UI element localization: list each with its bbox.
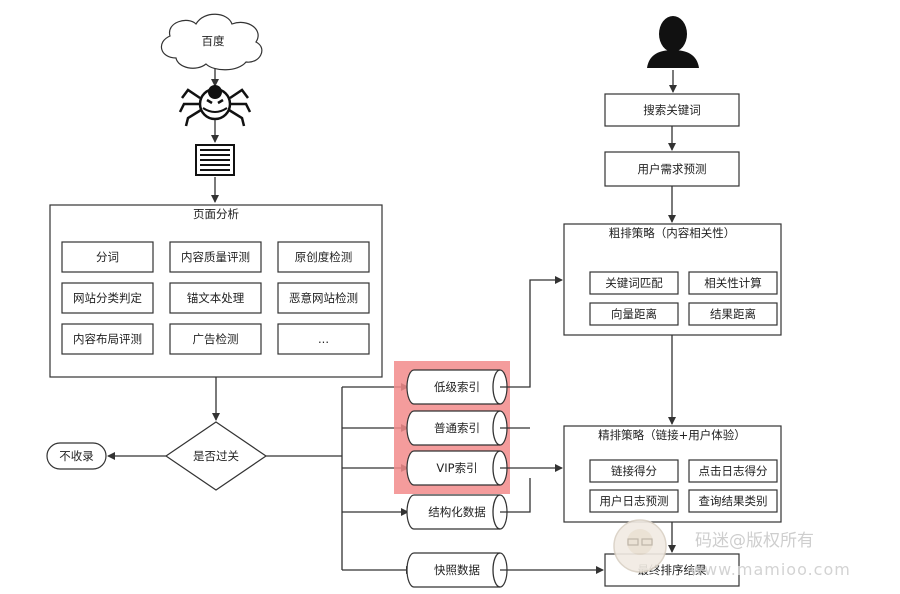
page-analysis-item: ...	[277, 323, 370, 355]
watermark-url: www.mamioo.com	[690, 560, 851, 579]
user-demand-predict-label: 用户需求预测	[638, 162, 707, 176]
structured-data-label: 结构化数据	[428, 505, 486, 519]
decision-label: 是否过关	[193, 449, 239, 463]
vip-index-label: VIP索引	[436, 461, 477, 475]
search-keyword-label: 搜索关键词	[643, 103, 701, 117]
coarse-ranking-item-label: 相关性计算	[704, 276, 762, 290]
user-icon	[647, 16, 699, 68]
page-analysis-item-label: 内容质量评测	[181, 250, 250, 264]
fine-ranking-item-label: 用户日志预测	[600, 494, 669, 508]
fine-ranking-item-label: 链接得分	[611, 464, 657, 478]
coarse-ranking-title: 粗排策略（内容相关性）	[609, 226, 736, 240]
coarse-ranking-item: 相关性计算	[688, 271, 778, 295]
page-analysis-item-label: 分词	[96, 250, 119, 264]
document-icon	[195, 144, 235, 176]
vip-index-cylinder: VIP索引	[406, 450, 508, 486]
pass-check-diamond: 是否过关	[164, 421, 268, 491]
coarse-ranking-item: 向量距离	[589, 302, 679, 326]
snapshot-data-cylinder: 快照数据	[406, 552, 508, 588]
page-analysis-item: 内容布局评测	[61, 323, 154, 355]
page-analysis-item-label: 网站分类判定	[73, 291, 142, 305]
page-analysis-title: 页面分析	[193, 207, 239, 221]
fine-ranking-item: 链接得分	[589, 459, 679, 483]
page-analysis-item-label: ...	[318, 332, 329, 346]
watermark-text: 码迷@版权所有	[695, 531, 814, 551]
low-index-cylinder: 低级索引	[406, 369, 508, 405]
structured-data-cylinder: 结构化数据	[406, 494, 508, 530]
page-analysis-item-label: 锚文本处理	[187, 291, 245, 305]
page-analysis-item: 分词	[61, 241, 154, 273]
page-analysis-item: 网站分类判定	[61, 282, 154, 314]
not-indexed-label: 不收录	[59, 449, 94, 463]
fine-ranking-item: 用户日志预测	[589, 489, 679, 513]
baidu-cloud: 百度	[160, 13, 263, 71]
fine-ranking-item-label: 查询结果类别	[699, 494, 768, 508]
coarse-ranking-item-label: 向量距离	[611, 307, 657, 321]
page-analysis-item: 恶意网站检测	[277, 282, 370, 314]
spider-icon	[178, 85, 252, 127]
coarse-ranking-item: 关键词匹配	[589, 271, 679, 295]
not-indexed-box: 不收录	[46, 442, 107, 470]
page-analysis-item: 内容质量评测	[169, 241, 262, 273]
fine-ranking-item: 查询结果类别	[688, 489, 778, 513]
page-analysis-item-label: 原创度检测	[295, 250, 353, 264]
cloud-icon	[160, 13, 263, 71]
search-keyword-box: 搜索关键词	[604, 93, 740, 127]
normal-index-cylinder: 普通索引	[406, 410, 508, 446]
page-analysis-item-label: 恶意网站检测	[289, 291, 358, 305]
cloud-label: 百度	[202, 34, 225, 48]
coarse-ranking-item-label: 关键词匹配	[605, 276, 663, 290]
page-analysis-item-label: 广告检测	[193, 332, 239, 346]
snapshot-data-label: 快照数据	[434, 563, 480, 577]
watermark-avatar-icon	[613, 519, 667, 573]
watermark: 码迷@版权所有 www.mamioo.com	[613, 519, 851, 579]
fine-ranking-item-label: 点击日志得分	[699, 464, 768, 478]
page-analysis-item: 广告检测	[169, 323, 262, 355]
normal-index-label: 普通索引	[434, 421, 480, 435]
page-analysis-item: 原创度检测	[277, 241, 370, 273]
low-index-label: 低级索引	[434, 380, 480, 394]
user-demand-predict-box: 用户需求预测	[604, 151, 740, 187]
page-analysis-item-label: 内容布局评测	[73, 332, 142, 346]
coarse-ranking-item-label: 结果距离	[710, 307, 756, 321]
page-analysis-item: 锚文本处理	[169, 282, 262, 314]
fine-ranking-item: 点击日志得分	[688, 459, 778, 483]
coarse-ranking-item: 结果距离	[688, 302, 778, 326]
fine-ranking-title: 精排策略（链接+用户体验）	[598, 428, 746, 442]
